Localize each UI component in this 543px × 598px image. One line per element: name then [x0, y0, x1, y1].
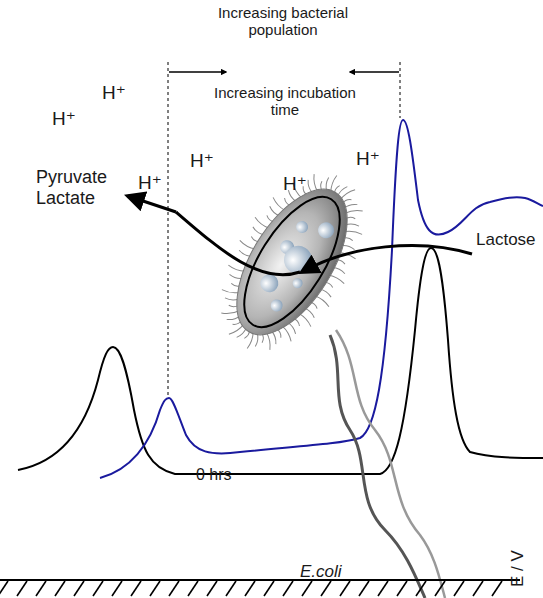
guide-line — [400, 62, 401, 118]
hatch-stroke — [112, 581, 122, 596]
hatch-stroke — [264, 581, 274, 596]
hatch-stroke — [150, 581, 160, 596]
hatch-stroke — [245, 581, 255, 596]
hatch-stroke — [416, 581, 426, 596]
substrate-label: Lactose — [476, 230, 536, 250]
hatch-stroke — [188, 581, 198, 596]
hatch-stroke — [340, 581, 350, 596]
bacterium — [215, 171, 370, 352]
hatch-stroke — [131, 581, 141, 596]
axis-label: E / V — [508, 550, 528, 587]
hatch-stroke — [492, 581, 502, 596]
hatch-stroke — [435, 581, 445, 596]
pili — [193, 150, 391, 374]
hatch-stroke — [55, 581, 65, 596]
ion-label: H⁺ — [138, 172, 162, 194]
guide-line — [168, 62, 169, 396]
flagellum — [336, 330, 445, 598]
ion-label: H⁺ — [356, 148, 380, 170]
ion-label: H⁺ — [283, 173, 307, 195]
hatch-stroke — [226, 581, 236, 596]
release-arrow — [176, 212, 300, 275]
hatch-stroke — [169, 581, 179, 596]
hatch-stroke — [74, 581, 84, 596]
uptake-arrow — [302, 246, 472, 272]
axis-note: Increasing incubation time — [205, 84, 365, 119]
hatch-stroke — [283, 581, 293, 596]
hatch-stroke — [207, 581, 217, 596]
product-label: Pyruvate Lactate — [36, 167, 118, 208]
ion-label: H⁺ — [102, 82, 126, 104]
ion-label: H⁺ — [190, 150, 214, 172]
axis-note: Increasing bacterial population — [198, 4, 368, 39]
electrode-line — [0, 579, 520, 581]
hatch-stroke — [93, 581, 103, 596]
hatch-stroke — [397, 581, 407, 596]
hatch-stroke — [359, 581, 369, 596]
hatch-stroke — [17, 581, 27, 596]
shift-arrow — [169, 71, 226, 72]
hatch-stroke — [378, 581, 388, 596]
organism-label: E.coli — [300, 562, 342, 582]
hatch-stroke — [454, 581, 464, 596]
time-label: 0 hrs — [196, 466, 232, 484]
voltammogram-blue — [100, 120, 543, 478]
release-arrow — [128, 196, 176, 212]
hatch-stroke — [473, 581, 483, 596]
hatch-stroke — [302, 581, 312, 596]
hatch-stroke — [321, 581, 331, 596]
ion-label: H⁺ — [52, 108, 76, 130]
electrode-hatch — [0, 581, 502, 596]
hatch-stroke — [36, 581, 46, 596]
flagellum — [330, 335, 425, 598]
hatch-stroke — [0, 581, 8, 596]
shift-arrow — [350, 71, 399, 72]
